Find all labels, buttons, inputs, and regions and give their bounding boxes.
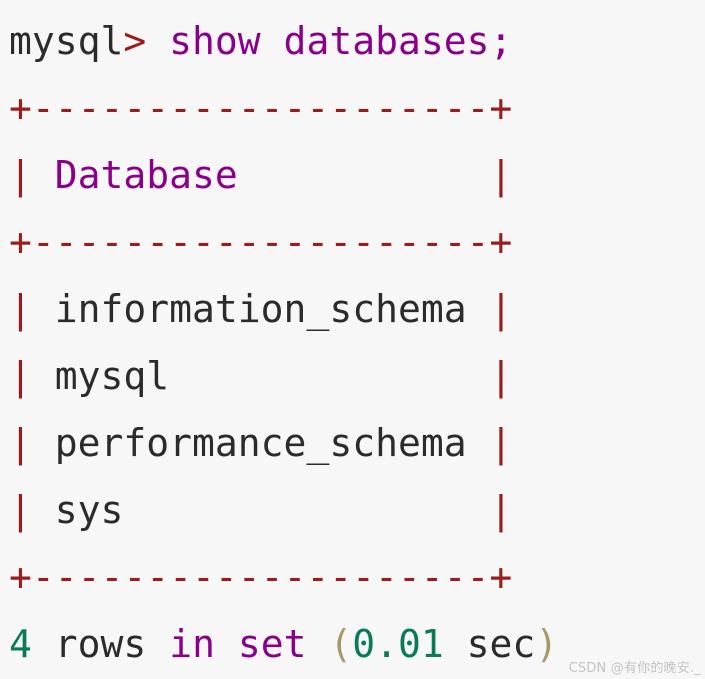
token [306,622,329,666]
token: Database [54,153,238,197]
token [32,287,55,331]
token: +--------------------+ [9,555,513,599]
token: +--------------------+ [9,86,513,130]
token [32,488,55,532]
table-row-performance-schema: | performance_schema | [9,410,705,477]
token: +--------------------+ [9,220,513,264]
token [169,354,489,398]
token [146,622,169,666]
table-row-information-schema: | information_schema | [9,276,705,343]
token: | [9,354,32,398]
token [32,153,55,197]
token: | [489,354,513,398]
token: 0.01 [352,622,444,666]
token [467,421,490,465]
command-line: mysql> show databases; [9,8,705,75]
token [123,488,489,532]
token: ( [329,622,353,666]
token: performance_schema [54,421,467,465]
token: | [489,421,513,465]
table-row-sys: | sys | [9,477,705,544]
token: | [489,153,513,197]
table-border-top: +--------------------+ [9,75,705,142]
token: | [489,287,513,331]
token [467,287,490,331]
token: ) [535,622,559,666]
token: rows [54,622,147,666]
token: in set [169,622,307,666]
table-row-mysql: | mysql | [9,343,705,410]
token [146,19,169,63]
token: mysql [54,354,170,398]
token [238,153,490,197]
table-header-row: | Database | [9,142,705,209]
token [444,622,467,666]
token: 4 [9,622,32,666]
token: | [9,421,32,465]
token: > [123,19,147,63]
token: mysql [9,19,124,63]
table-border-header: +--------------------+ [9,209,705,276]
token [32,622,55,666]
result-status-line: 4 rows in set (0.01 sec) [9,611,705,678]
token: | [489,488,513,532]
token: sec [466,622,536,666]
token: information_schema [54,287,467,331]
token: | [9,287,32,331]
terminal-lines: mysql> show databases;+-----------------… [9,8,705,678]
table-border-bottom: +--------------------+ [9,544,705,611]
token: sys [54,488,124,532]
token [32,354,55,398]
token: show databases; [169,19,513,63]
token: | [9,153,32,197]
token [32,421,55,465]
token: | [9,488,32,532]
